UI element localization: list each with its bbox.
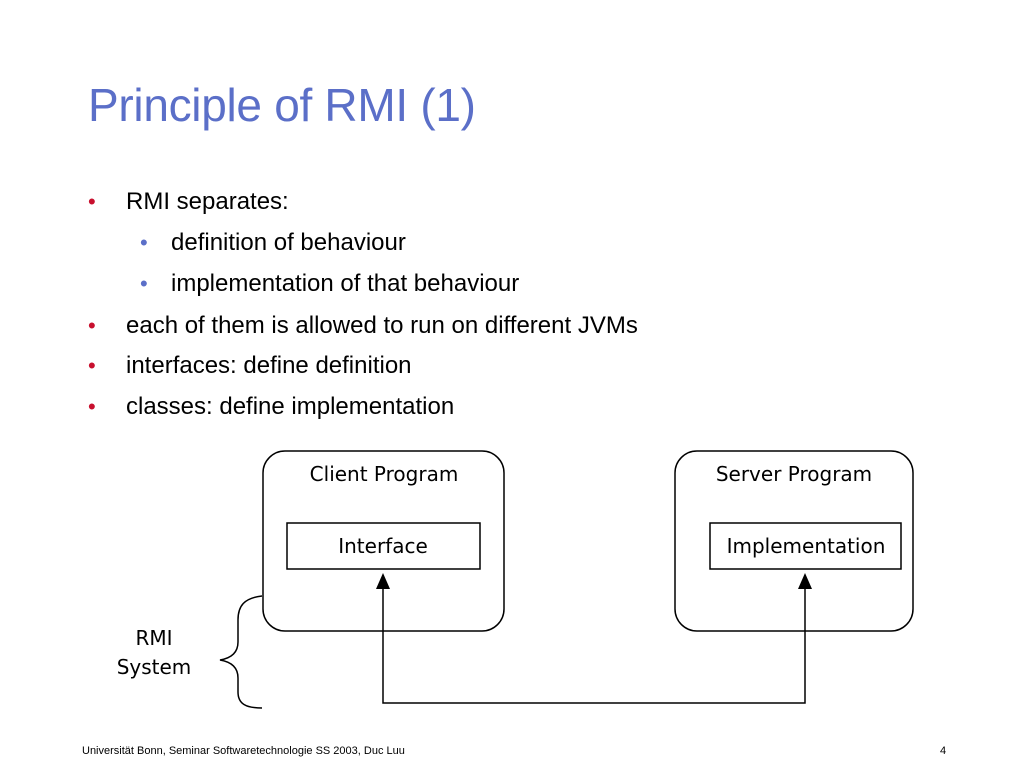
rmi-connector-line [382, 589, 806, 704]
bullet-icon: • [88, 394, 96, 419]
bullet-different-jvms: each of them is allowed to run on differ… [126, 312, 638, 339]
sub-bullet-implementation: implementation of that behaviour [171, 270, 520, 297]
slide-title: Principle of RMI (1) [88, 79, 476, 131]
bullet-icon: • [88, 353, 96, 378]
bullet-classes: classes: define implementation [126, 393, 455, 420]
rmi-label-line1: RMI [135, 626, 172, 650]
up-arrow-icon [798, 573, 812, 589]
bullet-icon: • [88, 189, 96, 214]
bullet-icon: • [88, 313, 96, 338]
interface-label: Interface [338, 534, 428, 558]
interface-box [286, 522, 481, 570]
server-program-label: Server Program [716, 462, 872, 486]
client-program-label: Client Program [310, 462, 459, 486]
server-program-box [674, 450, 914, 632]
curly-brace-icon [219, 595, 263, 709]
sub-bullet-icon: • [140, 271, 148, 296]
bullet-interfaces: interfaces: define definition [126, 352, 412, 379]
implementation-box [709, 522, 902, 570]
sub-bullet-definition: definition of behaviour [171, 229, 406, 256]
footer-text: Universität Bonn, Seminar Softwaretechno… [82, 745, 405, 757]
implementation-label: Implementation [727, 534, 886, 558]
page-number: 4 [940, 745, 947, 757]
sub-bullet-icon: • [140, 230, 148, 255]
bullet-rmi-separates: RMI separates: [126, 188, 289, 215]
up-arrow-icon [376, 573, 390, 589]
rmi-label-line2: System [117, 655, 192, 679]
